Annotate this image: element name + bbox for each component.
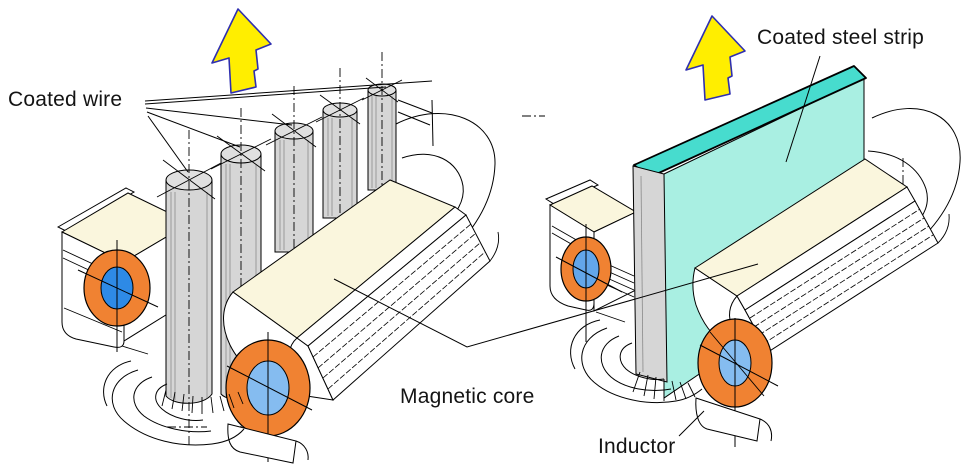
left-assembly: [56, 52, 545, 464]
fringe-ticks: [632, 371, 696, 401]
inductor-label: Inductor: [598, 435, 676, 458]
lamination-lines: [597, 259, 635, 298]
core-bottom-curl: [570, 319, 703, 404]
leader-line: [145, 107, 293, 126]
wire-cylinder: [156, 130, 222, 447]
centerline: [226, 365, 313, 411]
leader-line: [146, 111, 241, 148]
leader-line: [144, 86, 387, 105]
center-cross: [156, 159, 222, 200]
coated-steel-strip-label: Coated steel strip: [757, 26, 925, 49]
inductor-cross-section: [555, 224, 623, 342]
magnetic-core-label: Magnetic core: [400, 385, 535, 408]
center-cross: [265, 113, 323, 148]
core-top-edge: [544, 179, 600, 205]
centerline: [77, 269, 159, 308]
leader-line: [333, 263, 759, 348]
core-bottom-end: [695, 397, 761, 442]
inductor-cross-section: [77, 240, 159, 352]
leader-line: [144, 80, 433, 102]
fringe-ticks: [161, 389, 244, 414]
inductor-cross-section: [225, 332, 313, 462]
magnetic-core-front-bar: [223, 179, 500, 464]
wire-cylinder: [361, 52, 403, 196]
leader-line: [147, 115, 189, 173]
core-bottom-curl: [103, 360, 245, 446]
centerline: [555, 256, 623, 293]
leader-lines: [144, 55, 821, 437]
up-arrow-icon: [685, 15, 746, 101]
centerline: [709, 331, 765, 397]
wire-cylinder: [265, 86, 323, 258]
inductor-cross-section: [697, 318, 779, 447]
wire-cylinder: [315, 68, 365, 226]
leader-line: [785, 55, 821, 163]
magnetic-core-front-bar: [692, 158, 950, 447]
centerline: [699, 344, 779, 387]
leader-line: [678, 410, 705, 437]
right-assembly: [544, 65, 961, 447]
lamination-lines: [749, 208, 934, 345]
core-top-edge: [56, 187, 136, 232]
coated-wire-label: Coated wire: [8, 88, 123, 111]
core-bottom-end: [227, 423, 297, 464]
up-arrow-icon: [211, 8, 272, 94]
strip-edge-face: [632, 165, 668, 383]
